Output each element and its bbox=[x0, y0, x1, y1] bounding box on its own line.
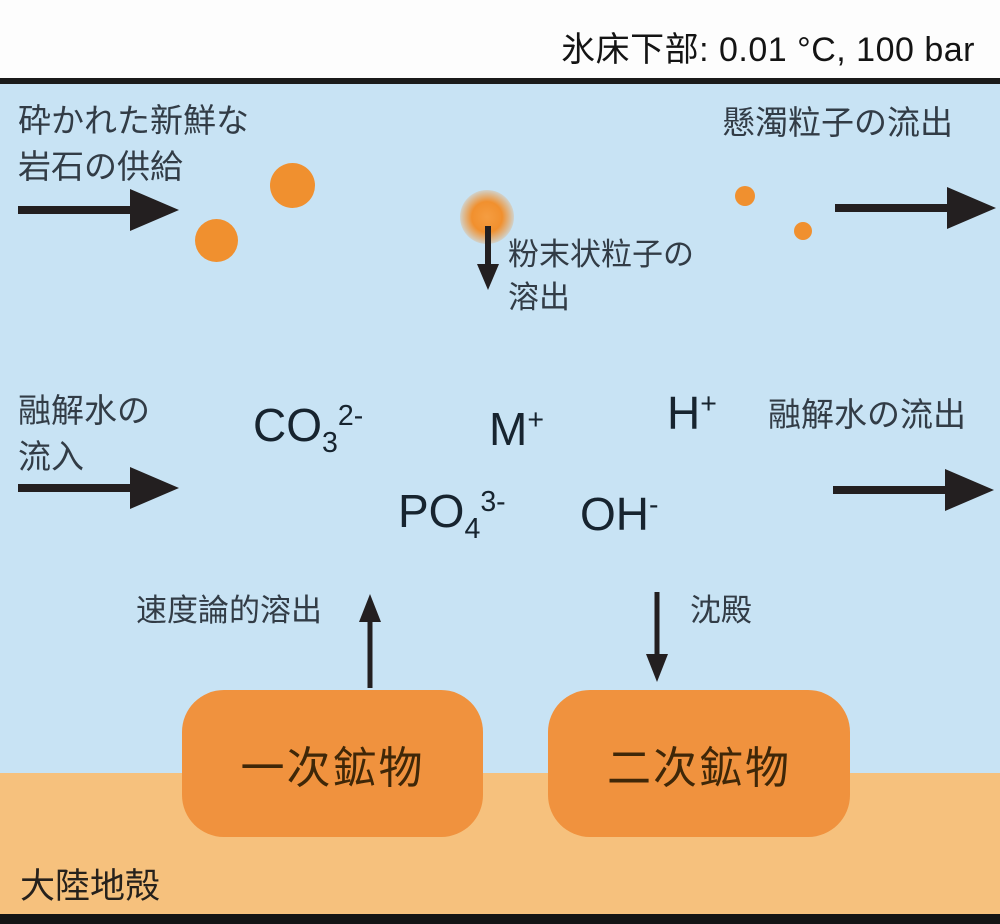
ion-formula: PO bbox=[398, 485, 465, 537]
suspended-outflow-label: 懸濁粒子の流出 bbox=[722, 104, 953, 141]
meltwater-outflow-label: 融解水の流出 bbox=[768, 396, 966, 433]
ion-hydroxide: OH- bbox=[580, 487, 659, 541]
rock-supply-arrow-right-icon bbox=[18, 188, 180, 232]
rock-particle-large-2 bbox=[195, 219, 238, 262]
ion-phosphate: PO43- bbox=[398, 484, 506, 543]
secondary-minerals-label: 二次鉱物 bbox=[607, 743, 791, 793]
kinetic-dissolution-label: 速度論的溶出 bbox=[136, 593, 322, 628]
meltwater-inflow-label: 融解水の 流入 bbox=[18, 392, 150, 475]
ion-charge: - bbox=[649, 489, 659, 522]
ion-charge: + bbox=[700, 388, 717, 421]
precipitation-label: 沈殿 bbox=[690, 593, 752, 628]
ion-subscript: 3 bbox=[322, 426, 338, 459]
ion-formula: M bbox=[489, 403, 528, 455]
ion-metal-cation: M+ bbox=[489, 402, 544, 456]
ion-formula: OH bbox=[580, 488, 649, 540]
rock-supply-label: 砕かれた新鮮な 岩石の供給 bbox=[18, 102, 249, 185]
continental-crust-label: 大陸地殻 bbox=[20, 867, 161, 906]
powder-dissolution-arrow-down-icon bbox=[476, 226, 500, 290]
ion-proton: H+ bbox=[667, 386, 717, 440]
primary-minerals-label: 一次鉱物 bbox=[240, 743, 425, 793]
ice-base-conditions-label: 氷床下部: 0.01 °C, 100 bar bbox=[561, 31, 975, 69]
suspended-particle-2 bbox=[794, 222, 812, 240]
primary-minerals-box: 一次鉱物 bbox=[182, 690, 483, 837]
precipitation-arrow-down-icon bbox=[644, 592, 670, 682]
ion-charge: 2- bbox=[337, 400, 364, 433]
ice-sheet-band bbox=[0, 0, 1000, 78]
ion-formula: CO bbox=[253, 399, 322, 451]
kinetic-dissolution-arrow-up-icon bbox=[357, 594, 383, 688]
ice-water-boundary-line bbox=[0, 78, 1000, 84]
ion-formula: H bbox=[667, 387, 701, 439]
ion-subscript: 4 bbox=[464, 512, 481, 545]
powder-dissolution-label: 粉末状粒子の 溶出 bbox=[508, 237, 694, 315]
secondary-minerals-box: 二次鉱物 bbox=[548, 690, 850, 837]
meltwater-outflow-arrow-right-icon bbox=[833, 468, 995, 512]
ion-charge: 3- bbox=[480, 486, 506, 519]
meltwater-inflow-arrow-right-icon bbox=[18, 466, 180, 510]
suspended-outflow-arrow-right-icon bbox=[835, 186, 997, 230]
suspended-particle-1 bbox=[735, 186, 755, 206]
bottom-border-line bbox=[0, 914, 1000, 924]
ion-charge: + bbox=[527, 404, 544, 437]
rock-particle-large-1 bbox=[270, 163, 315, 208]
ion-carbonate: CO32- bbox=[253, 398, 364, 457]
